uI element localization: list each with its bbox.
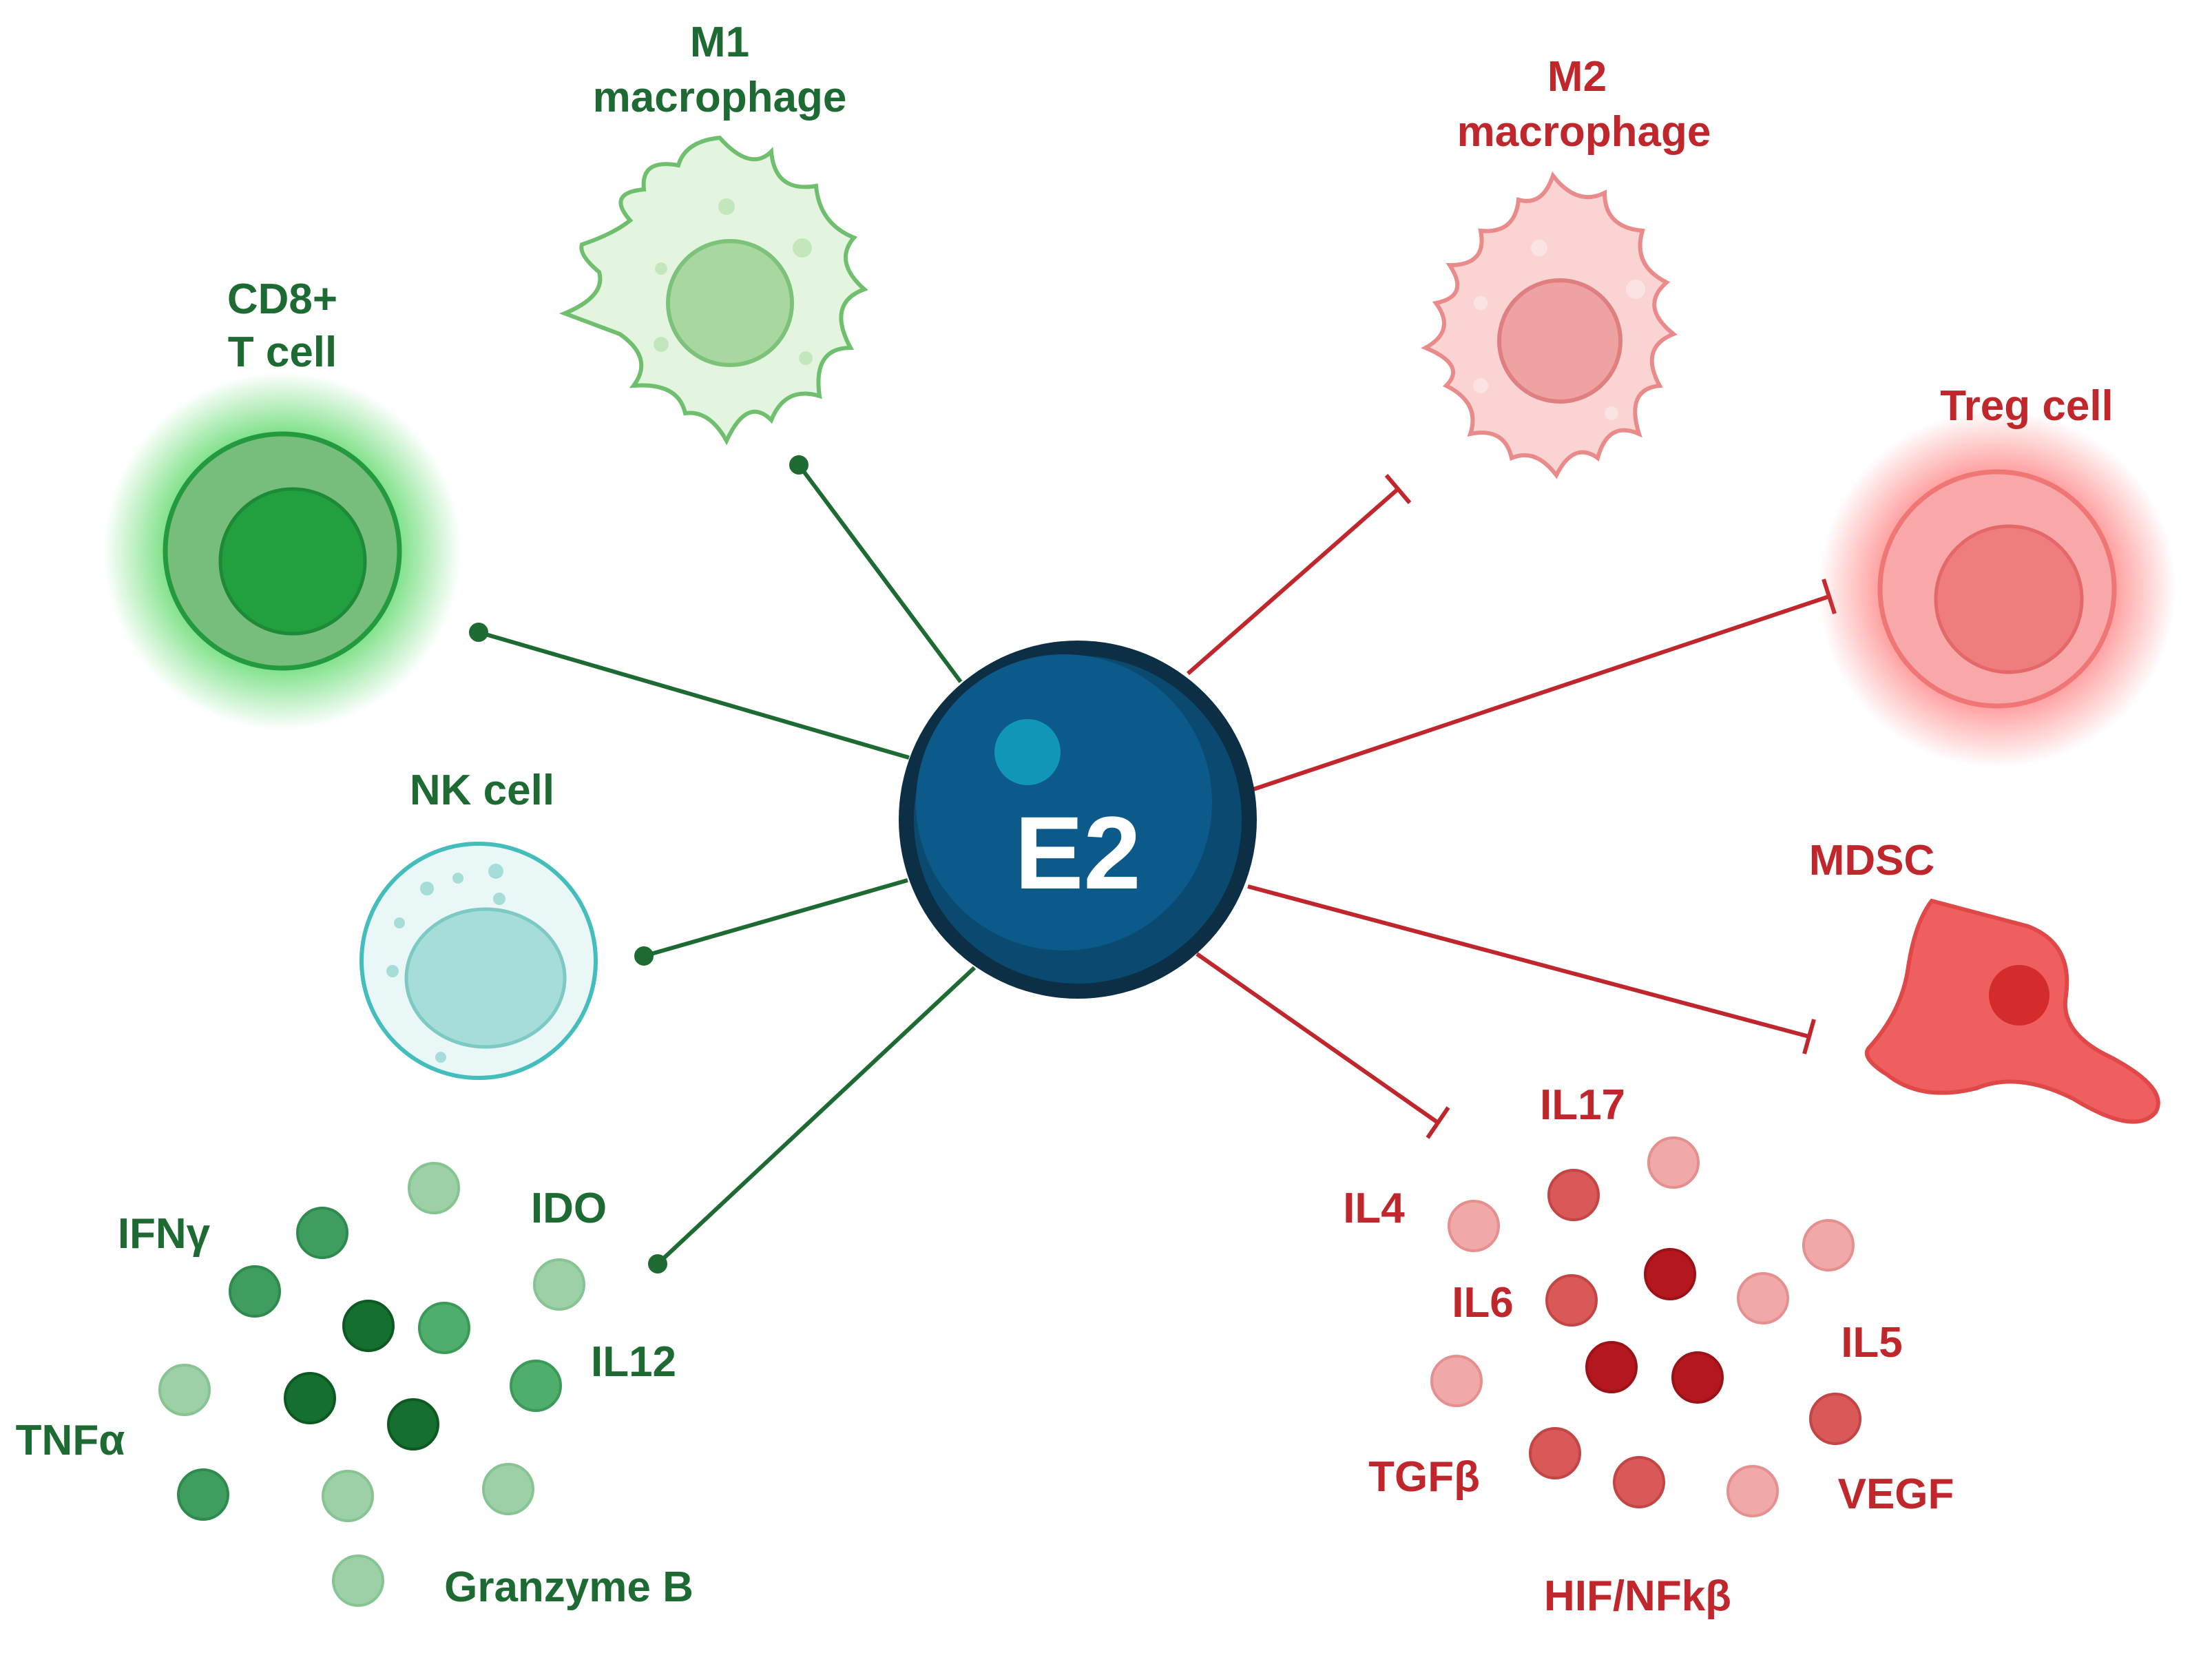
cytokine-label-ido: IDO	[531, 1185, 607, 1232]
m2-macrophage: M2 macrophage	[1421, 53, 1711, 479]
inhibition-lines	[1187, 474, 1837, 1139]
mdsc-cell: MDSC	[1809, 837, 2160, 1124]
m2-label-line1: M2	[1547, 53, 1607, 101]
cytokine-label-il4: IL4	[1343, 1185, 1405, 1232]
line-to-nk	[634, 878, 908, 966]
cytokine-label-tnfa: TNFα	[16, 1417, 125, 1464]
cytokine-label-ifng: IFNγ	[118, 1210, 211, 1258]
cytokine-label-tgfb: TGFβ	[1368, 1453, 1480, 1501]
m1-label-line1: M1	[690, 19, 749, 66]
cytokine-label-vegf: VEGF	[1838, 1470, 1954, 1518]
cytokine-label-il6: IL6	[1452, 1279, 1514, 1327]
nk-cell: NK cell	[359, 767, 598, 1080]
cytokine-dots-green	[158, 1162, 585, 1607]
cytokine-dots-red	[1430, 1136, 1861, 1517]
activation-lines	[469, 455, 977, 1273]
line-to-suppressed-cytokines	[1196, 952, 1450, 1139]
treg-label: Treg cell	[1940, 382, 2114, 430]
cd8-label-line2: T cell	[228, 329, 337, 376]
m1-label-line2: macrophage	[593, 74, 847, 121]
cd8-label-line1: CD8+	[227, 276, 337, 323]
cytokine-label-il5: IL5	[1841, 1319, 1903, 1366]
cytokine-label-hif-nfkb: HIF/NFkβ	[1544, 1572, 1731, 1620]
suppressed-cytokine-cluster: IL17 IL4 IL6 IL5 TGFβ VEGF HIF/NFkβ	[1343, 1081, 1954, 1620]
mdsc-label: MDSC	[1809, 837, 1935, 884]
cytokine-label-granzyme-b: Granzyme B	[444, 1563, 693, 1611]
line-to-cd8	[469, 623, 910, 760]
e2-node: E2	[899, 641, 1257, 999]
m2-label-line2: macrophage	[1457, 108, 1711, 156]
cytokine-label-il17: IL17	[1540, 1081, 1625, 1129]
m1-macrophage: M1 macrophage	[559, 19, 868, 446]
line-to-activated-cytokines	[648, 966, 977, 1273]
line-to-treg	[1253, 579, 1837, 791]
line-to-m1	[789, 455, 963, 683]
cytokine-label-il12: IL12	[591, 1338, 676, 1386]
cd8-t-cell: CD8+ T cell	[103, 276, 461, 730]
nk-label: NK cell	[410, 767, 554, 814]
line-to-mdsc	[1247, 884, 1816, 1054]
e2-label: E2	[1014, 795, 1140, 911]
treg-cell: Treg cell	[1818, 382, 2176, 768]
activated-cytokine-cluster: IFNγ IDO IL12 TNFα Granzyme B	[16, 1162, 693, 1611]
line-to-m2	[1187, 474, 1412, 676]
